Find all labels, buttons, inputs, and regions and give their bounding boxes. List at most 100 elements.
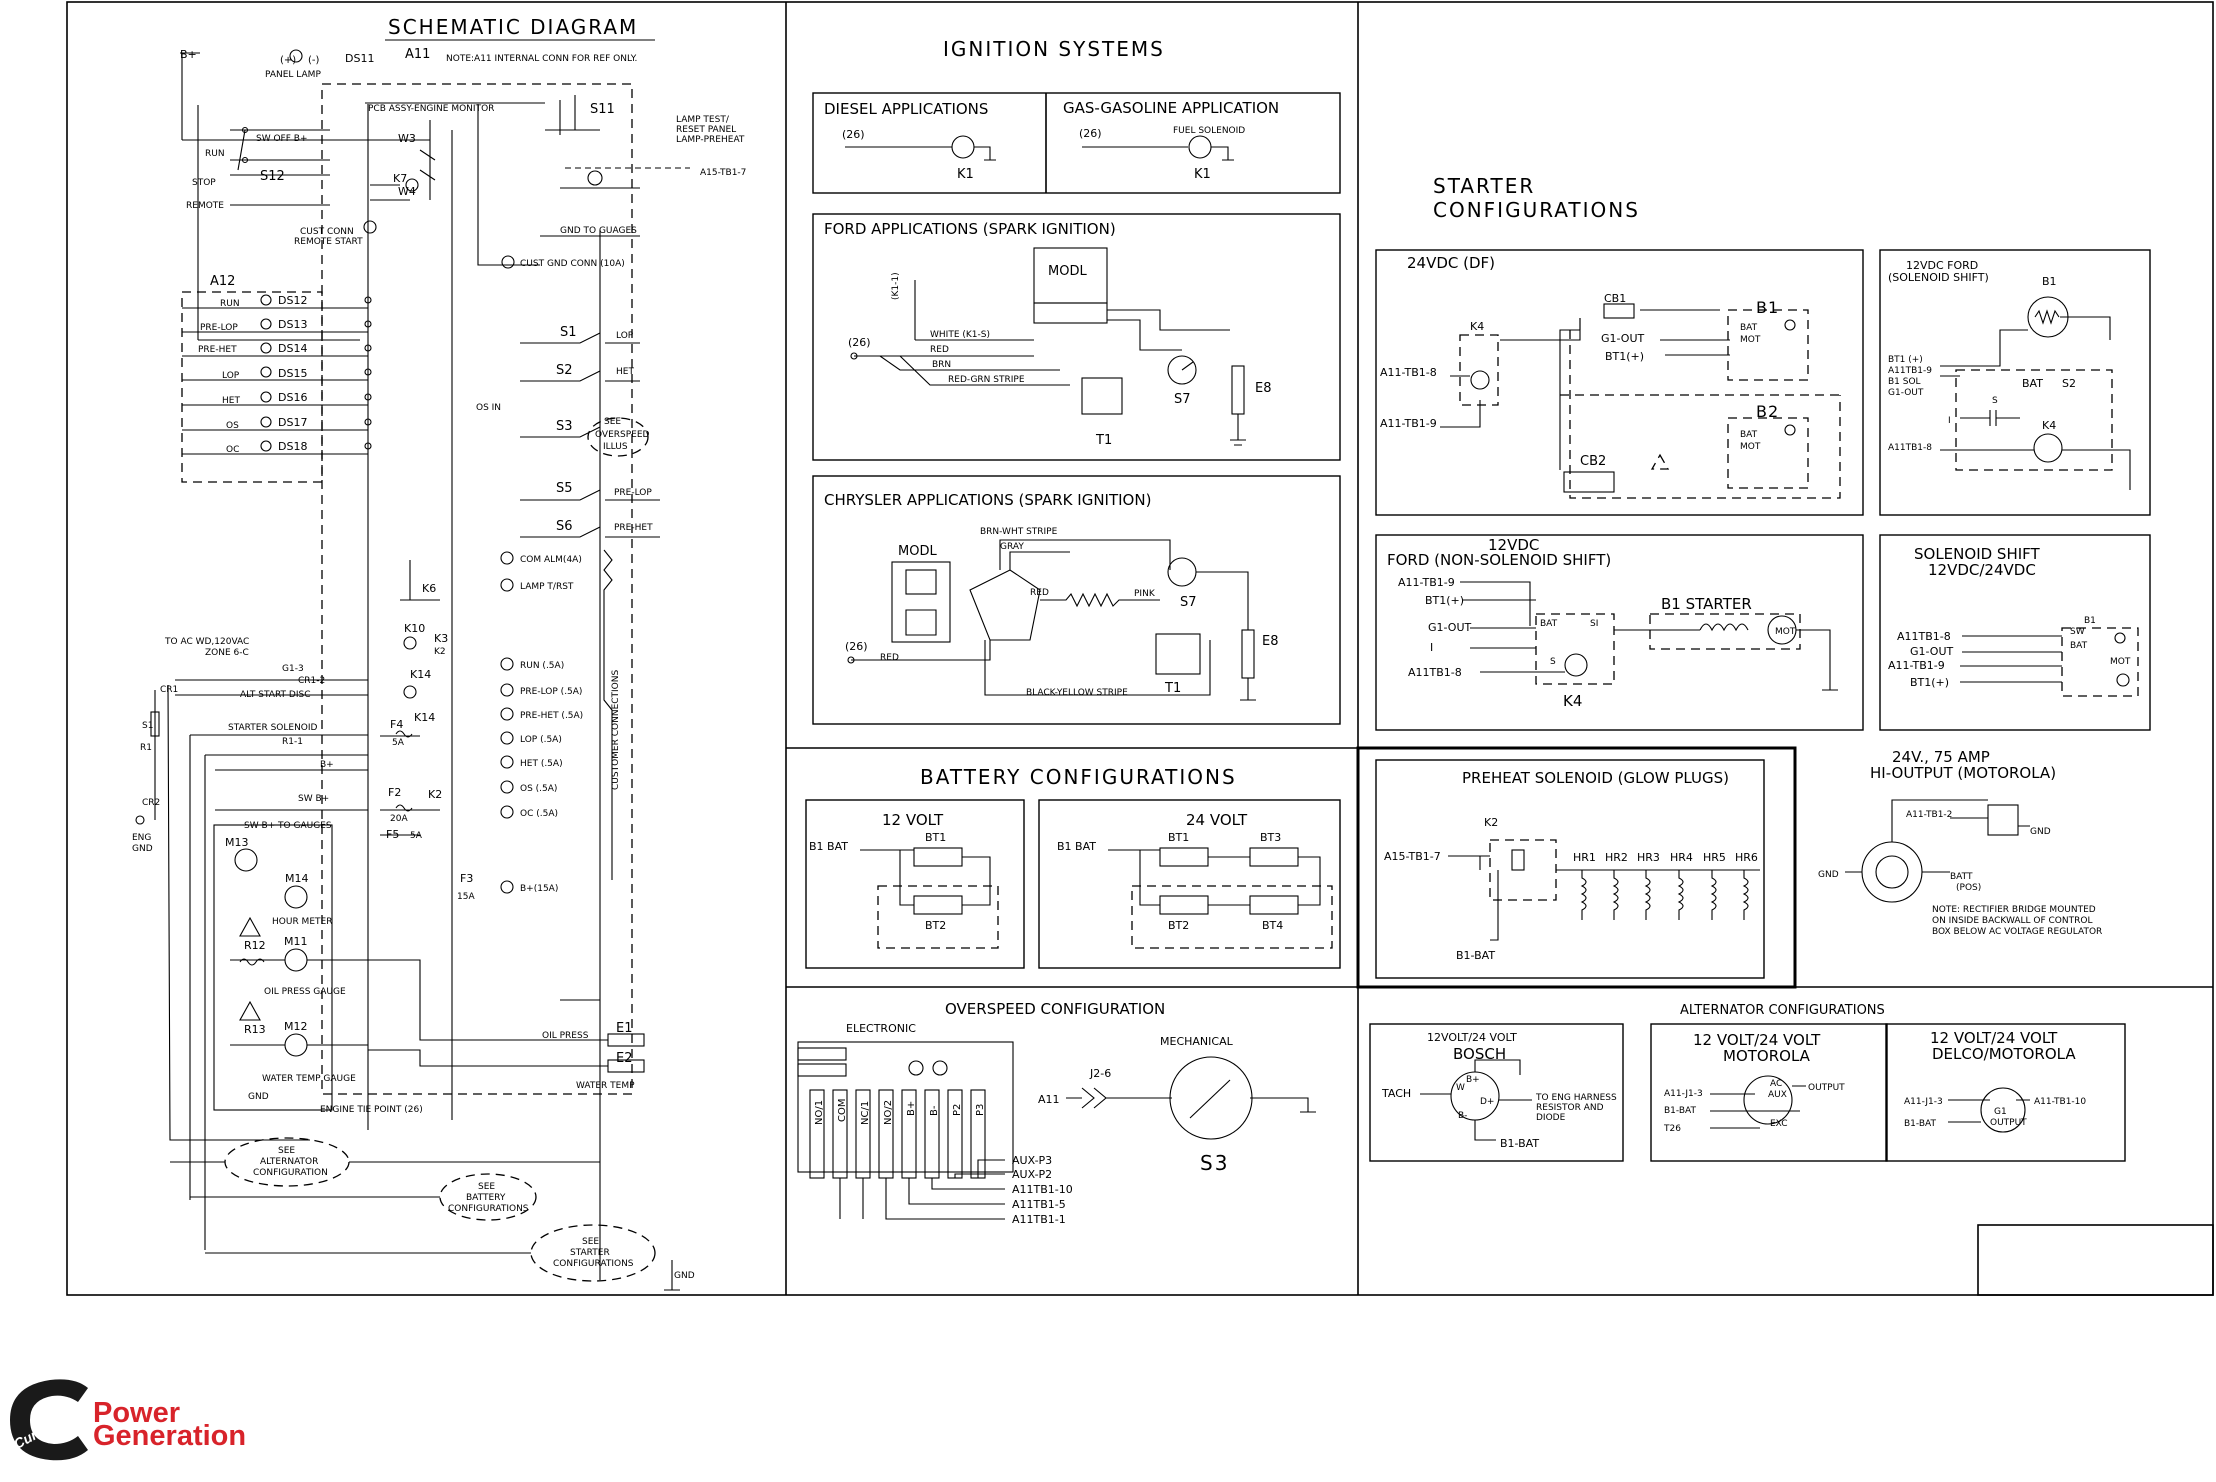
svg-text:G1: G1	[1994, 1107, 2007, 1117]
svg-text:B-: B-	[929, 1105, 940, 1116]
hi-output-alternator	[1861, 841, 1923, 903]
svg-text:TO AC WD,120VAC: TO AC WD,120VAC	[164, 637, 249, 647]
svg-text:STARTER: STARTER	[1433, 174, 1535, 198]
svg-text:W4: W4	[398, 185, 416, 198]
battery-configurations-section: BATTERY CONFIGURATIONS 12 VOLT B1 BAT BT…	[805, 765, 1341, 969]
svg-text:(POS): (POS)	[1956, 883, 1981, 893]
svg-text:S7: S7	[1180, 595, 1197, 610]
svg-text:B1: B1	[2042, 275, 2057, 288]
svg-text:PRE-LOP (.5A): PRE-LOP (.5A)	[520, 687, 582, 697]
schematic-diagram-section: SCHEMATIC DIAGRAM B+ (+) (-) PANEL LAMP …	[132, 15, 746, 1291]
svg-text:TACH: TACH	[1381, 1087, 1411, 1100]
svg-text:B+: B+	[320, 760, 334, 770]
svg-text:A11: A11	[1038, 1093, 1060, 1106]
svg-text:W: W	[1456, 1083, 1465, 1093]
svg-text:A12: A12	[210, 274, 235, 289]
svg-text:ON INSIDE BACKWALL OF CONTROL: ON INSIDE BACKWALL OF CONTROL	[1932, 916, 2092, 926]
svg-text:A11TB1-10: A11TB1-10	[1012, 1183, 1073, 1196]
svg-text:HET: HET	[616, 367, 634, 377]
svg-text:HR4: HR4	[1670, 851, 1693, 864]
drawing-frame	[66, 1, 2214, 1296]
fuel-solenoid	[1188, 135, 1212, 159]
svg-text:S11: S11	[590, 102, 615, 117]
sensor-switch-s2: S2 HET	[520, 363, 640, 382]
brand-generation: Generation	[93, 1420, 246, 1452]
svg-text:K2: K2	[1484, 816, 1498, 829]
svg-text:CB2: CB2	[1580, 454, 1606, 469]
svg-text:I: I	[1430, 641, 1433, 654]
cummins-power-generation-logo: Cummins Power Generation	[10, 1379, 246, 1461]
svg-text:DS12: DS12	[278, 294, 307, 307]
svg-text:GAS-GASOLINE APPLICATION: GAS-GASOLINE APPLICATION	[1063, 99, 1279, 117]
svg-text:BT1: BT1	[925, 831, 946, 844]
svg-text:S2: S2	[556, 363, 573, 378]
svg-text:RUN (.5A): RUN (.5A)	[520, 661, 564, 671]
svg-text:MOTOROLA: MOTOROLA	[1723, 1047, 1811, 1065]
svg-text:12VOLT/24 VOLT: 12VOLT/24 VOLT	[1427, 1031, 1517, 1044]
svg-text:A15-TB1-7: A15-TB1-7	[700, 168, 746, 178]
svg-text:GRAY: GRAY	[1000, 542, 1024, 552]
top-label-bplus: B+	[180, 48, 197, 61]
svg-text:P3: P3	[975, 1104, 986, 1116]
svg-text:BT1(+): BT1(+)	[1910, 676, 1949, 689]
svg-text:K7: K7	[393, 172, 407, 185]
svg-text:G1-OUT: G1-OUT	[1910, 645, 1954, 658]
svg-text:OIL PRESS GAUGE: OIL PRESS GAUGE	[264, 987, 346, 997]
relays-fuses: K6 K10 K14 K3 K2 F4 5A K14 F2 20A K2 F5 …	[380, 560, 475, 902]
svg-text:OC (.5A): OC (.5A)	[520, 809, 558, 819]
svg-text:BAT: BAT	[1740, 430, 1758, 440]
svg-text:RESET PANEL: RESET PANEL	[676, 125, 736, 135]
svg-text:ALTERNATOR CONFIGURATIONS: ALTERNATOR CONFIGURATIONS	[1680, 1003, 1885, 1018]
svg-text:A11: A11	[405, 47, 430, 62]
battery-24-volt: 24 VOLT B1 BAT BT1 BT3 BT2 BT4	[1057, 811, 1333, 949]
svg-text:12 VOLT/24 VOLT: 12 VOLT/24 VOLT	[1693, 1031, 1821, 1049]
svg-text:BT2: BT2	[1168, 919, 1189, 932]
svg-text:(26): (26)	[848, 336, 871, 349]
svg-text:ELECTRONIC: ELECTRONIC	[846, 1022, 916, 1035]
svg-text:BT3: BT3	[1260, 831, 1281, 844]
glow-plug-row: HR1 HR2 HR3 HR4 HR5 HR6	[1573, 851, 1758, 864]
svg-text:WHITE (K1-S): WHITE (K1-S)	[930, 330, 990, 340]
svg-text:GND: GND	[132, 844, 153, 854]
svg-text:DS15: DS15	[278, 367, 307, 380]
svg-text:DS14: DS14	[278, 342, 307, 355]
k1-solenoid	[951, 135, 975, 159]
svg-text:DIODE: DIODE	[1536, 1113, 1566, 1123]
terminal-block-list: COM ALM(4A) LAMP T/RST RUN (.5A) PRE-LOP…	[500, 551, 583, 894]
alternator-delco-motorola: 12 VOLT/24 VOLT DELCO/MOTOROLA A11-J1-3 …	[1904, 1029, 2086, 1133]
svg-text:BRN: BRN	[932, 360, 951, 370]
svg-text:S: S	[1992, 396, 1998, 406]
svg-text:WATER TEMP: WATER TEMP	[576, 1081, 635, 1091]
lamp-row-het: HET DS16	[182, 391, 368, 406]
svg-text:B+: B+	[906, 1101, 917, 1116]
sensor-switch-s3: OS IN S3 SEE OVERSPEED ILLUS	[476, 403, 650, 457]
svg-text:CR1-2: CR1-2	[298, 676, 325, 686]
svg-text:AC: AC	[1770, 1079, 1782, 1089]
svg-text:B1 STARTER: B1 STARTER	[1661, 595, 1752, 613]
svg-text:5A: 5A	[410, 831, 423, 841]
svg-text:S1: S1	[560, 325, 577, 340]
svg-text:E2: E2	[616, 1051, 633, 1066]
svg-text:12VDC FORD: 12VDC FORD	[1906, 259, 1978, 272]
svg-text:LOP (.5A): LOP (.5A)	[520, 735, 562, 745]
svg-text:SEE: SEE	[478, 1182, 495, 1192]
svg-text:W3: W3	[398, 132, 416, 145]
svg-text:RUN: RUN	[220, 299, 240, 309]
svg-text:R12: R12	[244, 939, 266, 952]
svg-text:B1 SOL: B1 SOL	[1888, 377, 1921, 387]
svg-text:FUEL SOLENOID: FUEL SOLENOID	[1173, 126, 1245, 136]
svg-text:DIESEL APPLICATIONS: DIESEL APPLICATIONS	[824, 100, 988, 118]
svg-text:K4: K4	[1470, 320, 1484, 333]
svg-text:NOTE:A11 INTERNAL CONN FOR REF: NOTE:A11 INTERNAL CONN FOR REF ONLY.	[446, 54, 637, 64]
svg-text:CR1: CR1	[160, 685, 178, 695]
svg-text:F3: F3	[460, 872, 473, 885]
svg-text:A15-TB1-7: A15-TB1-7	[1384, 850, 1441, 863]
alternator-configurations-section: ALTERNATOR CONFIGURATIONS 12VOLT/24 VOLT…	[1369, 1003, 2126, 1162]
svg-text:E8: E8	[1255, 381, 1272, 396]
svg-text:15A: 15A	[457, 892, 475, 902]
svg-text:CUST GND CONN (10A): CUST GND CONN (10A)	[520, 259, 625, 269]
lamp-row-lop: LOP DS15	[182, 366, 368, 381]
svg-text:MODL: MODL	[898, 544, 937, 559]
lamp-row-pre-het: PRE-HET DS14	[182, 342, 368, 357]
svg-text:DS17: DS17	[278, 416, 307, 429]
